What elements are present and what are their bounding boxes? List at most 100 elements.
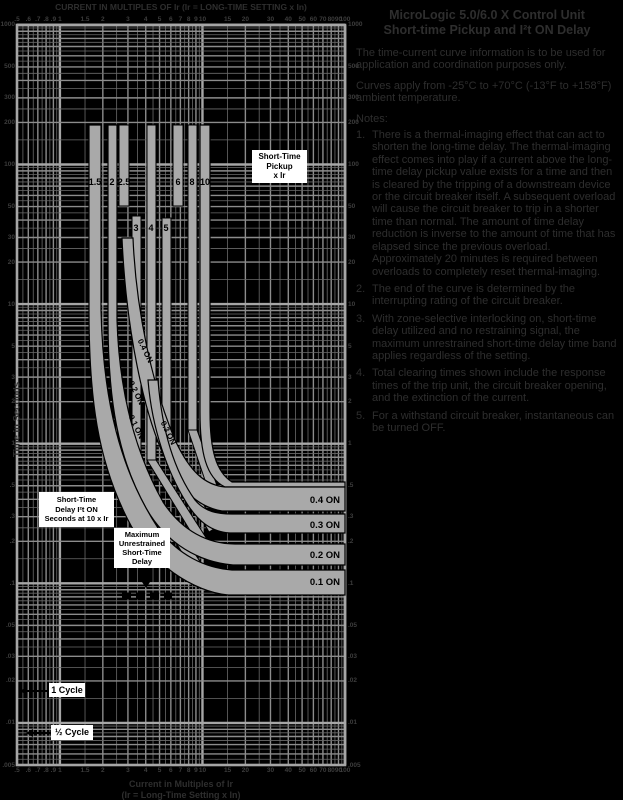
y-axis-title: Time in Seconds (11, 381, 23, 458)
y-tick-label: .005 (2, 761, 15, 769)
short-time-pickup-label-box: Short-Time Pickup x Ir (252, 150, 307, 183)
delay-band (147, 379, 346, 534)
y-tick-label: 2 (11, 398, 15, 406)
pickup-bar-label: 6 (175, 177, 180, 187)
pickup-bar-label: 5 (163, 223, 168, 233)
x-tick-label: 80 (327, 767, 335, 774)
x-tick-label: 100 (339, 16, 351, 23)
one-cycle-label-box: 1 Cycle (49, 683, 85, 697)
x-tick-label: 1.5 (80, 16, 90, 23)
x-tick-label: 7 (178, 16, 183, 23)
note-item: 1. There is a thermal-imaging effect that… (356, 129, 618, 278)
pickup-box-line: Pickup (266, 161, 293, 171)
maxunr-box-line: Maximum (124, 530, 160, 539)
x-tick-label: 80 (327, 16, 335, 23)
y-tick-label: 100 (348, 160, 359, 168)
cycle-callout-arrowhead (20, 687, 27, 695)
doc-title-line2: Short-time Pickup and I²t ON Delay (383, 23, 591, 37)
x-tick-label: .7 (35, 767, 41, 774)
y-tick-label: .3 (348, 513, 354, 521)
x-tick-label: 4 (143, 767, 148, 774)
pickup-bar (118, 124, 130, 207)
pickup-bar-label: 2.5 (118, 177, 131, 187)
x-tick-label: .5 (14, 767, 20, 774)
y-tick-label: 50 (348, 203, 356, 211)
x-tick-label: 6 (169, 16, 173, 23)
x-tick-label: 100 (339, 767, 351, 774)
note-number: 5. (356, 409, 366, 422)
y-tick-label: 30 (348, 233, 356, 241)
x-axis-title-line1: Current in Multiples of Ir (128, 779, 233, 789)
x-tick-label: 90 (334, 767, 343, 774)
y-tick-label: .03 (348, 652, 358, 660)
y-tick-label: 20 (7, 258, 15, 266)
x-tick-label: 2 (101, 16, 105, 23)
x-tick-label: .7 (35, 16, 41, 23)
note-number: 1. (356, 129, 366, 142)
x-axis-title: Current in Multiples of Ir (Ir = Long-Ti… (17, 779, 345, 800)
plot-border (15, 23, 347, 767)
stdelay-box-line: Delay I²t ON (55, 504, 98, 514)
note-text: There is a thermal-imaging effect that c… (372, 129, 616, 278)
y-tick-label: 30 (7, 233, 15, 241)
note-text: For a withstand circuit breaker, instant… (372, 409, 615, 434)
note-item: 3. With zone-selective interlocking on, s… (356, 313, 618, 363)
pickup-bar-label: 2 (109, 177, 114, 187)
x-tick-label: 2 (101, 767, 105, 774)
y-tick-label: 1000 (0, 21, 15, 29)
x-tick-label: 9 (194, 16, 198, 23)
x-tick-label: .8 (43, 767, 49, 774)
x-tick-label: 70 (319, 16, 327, 23)
note-number: 3. (356, 312, 366, 325)
pickup-bar-label: 8 (189, 177, 194, 187)
x-tick-label: 8 (186, 16, 191, 23)
note-number: 2. (356, 282, 366, 295)
pickup-bar-label: 10 (200, 177, 210, 187)
pickup-box-line: x Ir (273, 171, 286, 181)
y-tick-label: .5 (348, 482, 354, 490)
half-cycle-label-box: ½ Cycle (51, 725, 93, 740)
x-tick-label: 60 (309, 16, 317, 23)
y-tick-label: .01 (348, 719, 358, 727)
y-tick-label: 300 (348, 94, 359, 102)
y-tick-label: 500 (4, 63, 15, 71)
x-tick-label: 5 (157, 16, 162, 23)
x-tick-label: 30 (266, 16, 275, 23)
cycle-callout-arrowhead (26, 729, 33, 737)
pickup-box-line: Short-Time (258, 152, 301, 162)
x-tick-label: 10 (198, 16, 207, 23)
y-tick-label: .2 (348, 537, 354, 545)
y-tick-label: 200 (348, 118, 359, 126)
x-tick-label: 50 (298, 16, 306, 23)
y-tick-label: .005 (348, 761, 361, 769)
y-tick-label: 2 (348, 398, 352, 406)
x-tick-label: 5 (157, 767, 162, 774)
max-unrestrained-label-box: Maximum Unrestrained Short-Time Delay (114, 528, 170, 568)
note-item: 2.The end of the curve is determined by … (356, 283, 618, 308)
x-tick-label: 3 (126, 767, 130, 774)
x-tick-label: 1.5 (80, 767, 90, 774)
delay-band (199, 124, 346, 488)
doc-title: MicroLogic 5.0/6.0 X Control Unit Short-… (356, 8, 618, 38)
note-text: With zone-selective interlocking on, sho… (372, 312, 617, 362)
x-tick-label: .9 (50, 16, 57, 23)
x-tick-label: 40 (284, 16, 292, 23)
y-tick-label: 1 (11, 440, 15, 448)
y-tick-label: .2 (9, 537, 15, 545)
y-tick-label: 1 (348, 440, 352, 448)
top-axis-title: CURRENT IN MULTIPLES OF Ir (Ir = LONG-TI… (55, 2, 307, 12)
band-right-label: 0.1 ON (310, 577, 340, 588)
pickup-bar-label: 1.5 (89, 177, 102, 187)
y-tick-label: .02 (348, 677, 358, 685)
short-time-delay-label-box: Short-Time Delay I²t ON Seconds at 10 x … (39, 492, 114, 527)
x-tick-label: .5 (14, 16, 20, 23)
y-tick-label: 10 (348, 300, 356, 308)
delay-band (88, 124, 346, 596)
note-item: 5. For a withstand circuit breaker, insta… (356, 410, 618, 435)
y-tick-label: .1 (348, 579, 354, 587)
x-tick-label: .6 (25, 16, 31, 23)
pickup-bar-label: 4 (148, 223, 153, 233)
y-tick-label: 3 (348, 373, 352, 381)
